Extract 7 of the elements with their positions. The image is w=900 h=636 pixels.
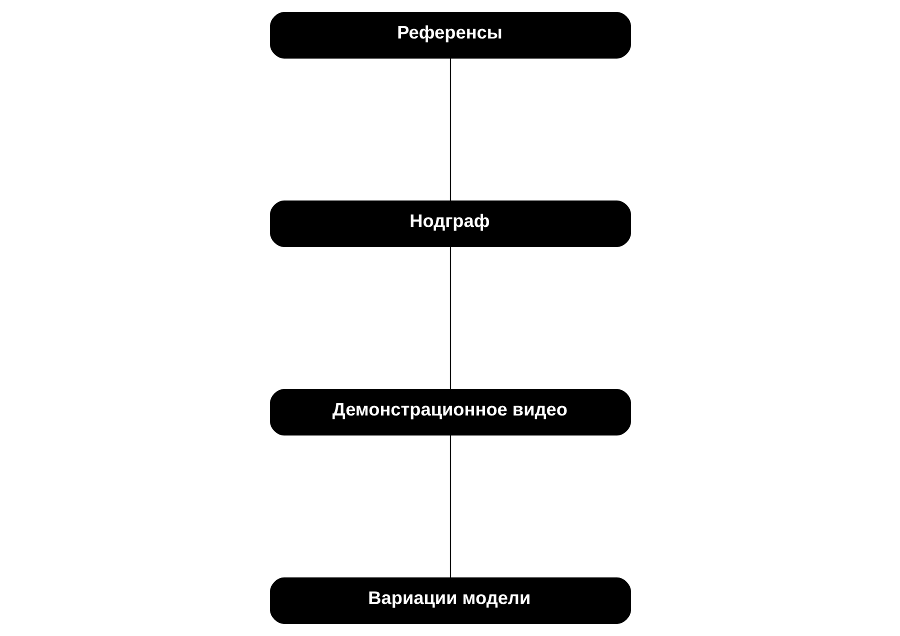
connector [449,435,451,578]
connector [449,58,451,202]
connector [449,246,451,390]
node-box: Демонстрационное видео [269,388,631,436]
node-box: Вариации модели [269,577,631,624]
node-box: Референсы [269,12,631,59]
node-box: Нодграф [269,200,631,248]
